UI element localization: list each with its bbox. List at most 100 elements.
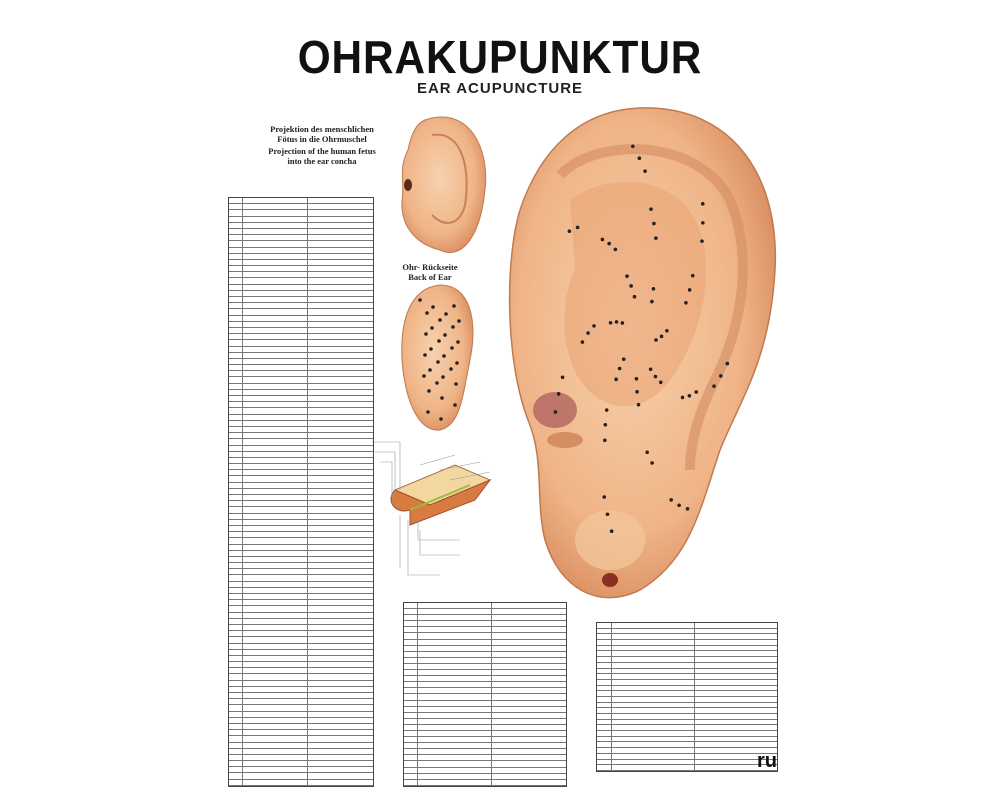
points-table-right (596, 622, 778, 772)
table-row (404, 657, 566, 664)
table-row (597, 623, 777, 629)
acupuncture-point (701, 221, 705, 225)
table-row (597, 731, 777, 737)
acupuncture-point (603, 422, 608, 427)
table-row (597, 765, 777, 771)
acupuncture-point (700, 201, 705, 206)
table-row (229, 587, 373, 594)
table-row (404, 688, 566, 695)
acupuncture-point (680, 395, 685, 400)
acupuncture-point (608, 320, 613, 325)
table-row (229, 352, 373, 359)
table-row (229, 241, 373, 248)
table-row (229, 495, 373, 502)
acupuncture-point (648, 367, 653, 372)
table-row (229, 705, 373, 712)
acupuncture-point (625, 274, 629, 278)
table-row (229, 383, 373, 390)
table-row (229, 464, 373, 471)
table-row (229, 538, 373, 545)
fetus-caption-en: Projection of the human fetus into the e… (268, 146, 376, 166)
back-of-ear-illustration (401, 284, 474, 431)
table-row (404, 694, 566, 701)
points-table-left (228, 197, 374, 787)
table-row (229, 779, 373, 786)
table-row (229, 284, 373, 291)
acupuncture-point (609, 529, 614, 534)
table-row (597, 634, 777, 641)
table-row (229, 736, 373, 743)
acupuncture-point (580, 340, 585, 344)
table-row (229, 470, 373, 477)
acupuncture-point (443, 333, 447, 337)
acupuncture-point (449, 367, 453, 371)
table-row (229, 662, 373, 669)
acupuncture-point (435, 381, 439, 385)
table-row (229, 457, 373, 465)
table-row (229, 730, 373, 737)
table-row (229, 643, 373, 650)
acupuncture-point (654, 338, 658, 342)
acupuncture-point (687, 393, 692, 398)
table-row (597, 748, 777, 754)
table-row (229, 278, 373, 285)
table-row (404, 621, 566, 628)
table-row (597, 662, 777, 669)
table-row (229, 686, 373, 693)
acupuncture-point (653, 374, 658, 379)
table-row (404, 712, 566, 719)
table-row (229, 501, 373, 508)
table-row (229, 420, 373, 427)
table-row (404, 615, 566, 622)
table-row (597, 696, 777, 703)
table-row (229, 396, 373, 403)
poster-title: OHRAKUPUNKTUR (297, 31, 703, 83)
table-row (404, 603, 566, 610)
acupuncture-point (455, 361, 459, 365)
acupuncture-point (451, 325, 455, 329)
acupuncture-point (560, 375, 565, 380)
acupuncture-point (430, 326, 434, 330)
table-row (229, 216, 373, 223)
acupuncture-point (650, 461, 654, 465)
table-row (597, 702, 777, 709)
table-row (229, 327, 373, 335)
table-row (229, 451, 373, 458)
table-row (229, 649, 373, 656)
acupuncture-point (553, 410, 558, 414)
table-row (229, 290, 373, 297)
table-row (597, 657, 777, 663)
table-row (597, 679, 777, 686)
acupuncture-point (454, 382, 458, 386)
table-row (229, 389, 373, 396)
acupuncture-point (423, 353, 427, 357)
acupuncture-point (442, 354, 446, 358)
acupuncture-point (652, 221, 656, 226)
table-row (229, 519, 373, 526)
acupuncture-point (632, 294, 637, 299)
table-row (404, 682, 566, 689)
acupuncture-point (586, 331, 590, 335)
table-row (229, 624, 373, 632)
table-row (229, 507, 373, 514)
table-row (404, 609, 566, 616)
acupuncture-point (452, 304, 456, 308)
back-caption: Ohr- Rückseite Back of Ear (400, 262, 460, 282)
table-row (229, 773, 373, 780)
table-row (229, 556, 373, 564)
table-row (404, 645, 566, 652)
table-row (229, 668, 373, 675)
acupuncture-point (456, 340, 460, 344)
table-row (404, 633, 566, 640)
table-row (597, 691, 777, 697)
back-caption-en: Back of Ear (408, 272, 452, 282)
table-row (597, 736, 777, 743)
table-row (229, 445, 373, 452)
table-row (229, 303, 373, 310)
table-row (229, 482, 373, 489)
table-row (597, 640, 777, 646)
table-row (229, 365, 373, 372)
back-caption-de: Ohr- Rückseite (402, 262, 458, 272)
table-row (597, 714, 777, 720)
